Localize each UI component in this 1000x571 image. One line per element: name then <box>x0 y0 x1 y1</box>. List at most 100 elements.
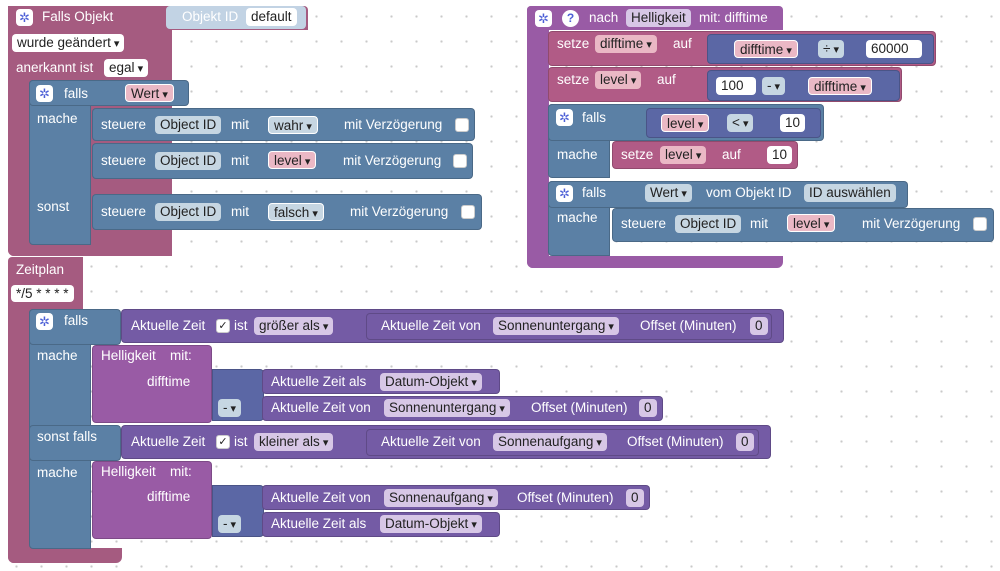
operator-minus-dropdown[interactable]: - <box>218 515 242 533</box>
operator-divide-dropdown[interactable]: ÷ <box>818 40 844 58</box>
var-level-dropdown[interactable]: level <box>660 146 707 164</box>
object-id-label: Objekt ID <box>182 9 239 24</box>
auf-label: auf <box>722 147 741 162</box>
sunrise-dropdown[interactable]: Sonnenaufgang <box>384 489 498 507</box>
datum-objekt-dropdown[interactable]: Datum-Objekt <box>380 515 482 533</box>
operator-kleiner-dropdown[interactable]: kleiner als <box>254 433 334 451</box>
difftime-param-label: difftime <box>147 489 191 504</box>
object-id-field[interactable]: Object ID <box>675 215 742 233</box>
if-falls-label: falls <box>582 185 607 200</box>
steuere-label: steuere <box>101 117 147 132</box>
number-10-field[interactable]: 10 <box>767 146 793 164</box>
nach-label: nach <box>589 10 619 25</box>
ist-label: ist <box>234 318 248 333</box>
number-100-field[interactable]: 100 <box>716 77 756 95</box>
mit-label: mit <box>231 117 249 132</box>
auf-label: auf <box>673 36 692 51</box>
steuere-label: steuere <box>101 153 147 168</box>
cron-field[interactable]: */5 * * * * <box>11 285 74 302</box>
check-icon[interactable]: ✓ <box>216 435 230 449</box>
if-sonst-falls-label: sonst falls <box>37 429 98 444</box>
delay-label: mit Verzögerung <box>862 216 961 231</box>
helligkeit-label: Helligkeit <box>101 464 156 479</box>
help-icon[interactable]: ? <box>562 10 579 27</box>
var-difftime-dropdown[interactable]: difftime <box>808 77 872 95</box>
number-10-field[interactable]: 10 <box>780 114 806 132</box>
if-falls-label: falls <box>64 313 89 328</box>
value-level-dropdown[interactable]: level <box>787 214 836 232</box>
delay-checkbox[interactable] <box>455 118 469 132</box>
delay-checkbox[interactable] <box>453 154 467 168</box>
zeit-als-label: Aktuelle Zeit als <box>271 516 367 531</box>
id-select-field[interactable]: ID auswählen <box>804 184 896 202</box>
check-icon[interactable]: ✓ <box>216 319 230 333</box>
ist-label: ist <box>234 434 248 449</box>
changed-dropdown[interactable]: wurde geändert <box>12 34 125 52</box>
schedule-bottom <box>8 548 122 563</box>
steuere-label: steuere <box>621 216 667 231</box>
if-mache-label: mache <box>37 465 78 480</box>
ack-label: anerkannt ist <box>16 60 94 75</box>
if-mache-label: mache <box>557 147 598 162</box>
function-block[interactable] <box>527 6 549 268</box>
helligkeit-label: Helligkeit <box>101 348 156 363</box>
sunset-dropdown[interactable]: Sonnenuntergang <box>493 317 619 335</box>
mit-label: mit <box>231 204 249 219</box>
if-mache-label: mache <box>37 348 78 363</box>
if-mache-label: mache <box>557 210 598 225</box>
setze-label: setze <box>621 147 654 162</box>
function-params-label: mit: difftime <box>699 10 768 25</box>
var-difftime-dropdown[interactable]: difftime <box>734 40 798 58</box>
operator-minus-dropdown[interactable]: - <box>762 77 786 95</box>
gear-icon[interactable]: ✲ <box>556 185 573 202</box>
gear-icon[interactable]: ✲ <box>36 85 53 102</box>
offset-field[interactable]: 0 <box>750 317 768 335</box>
object-id-value[interactable]: default <box>246 8 297 26</box>
function-name-field[interactable]: Helligkeit <box>626 9 691 27</box>
object-id-field[interactable]: Object ID <box>155 116 222 134</box>
if-sonst-falls-header <box>29 425 121 461</box>
gear-icon[interactable]: ✲ <box>556 109 573 126</box>
operator-groesser-dropdown[interactable]: größer als <box>254 317 334 335</box>
helligkeit-call-1[interactable] <box>92 345 212 423</box>
ack-dropdown[interactable]: egal <box>104 59 149 77</box>
wert-dropdown[interactable]: Wert <box>645 184 692 202</box>
var-difftime-dropdown[interactable]: difftime <box>595 35 657 53</box>
aktuelle-zeit-label: Aktuelle Zeit <box>131 434 206 449</box>
value-falsch-dropdown[interactable]: falsch <box>268 203 324 221</box>
offset-field[interactable]: 0 <box>736 433 754 451</box>
wert-dropdown[interactable]: Wert <box>125 84 174 102</box>
delay-label: mit Verzögerung <box>350 204 449 219</box>
delay-checkbox[interactable] <box>973 217 987 231</box>
offset-label: Offset (Minuten) <box>627 434 724 449</box>
gear-icon[interactable]: ✲ <box>16 9 33 26</box>
operator-lt-dropdown[interactable]: < <box>727 114 754 132</box>
schedule-title: Zeitplan <box>16 262 65 277</box>
helligkeit-call-2[interactable] <box>92 461 212 539</box>
offset-field[interactable]: 0 <box>626 489 644 507</box>
var-level-dropdown[interactable]: level <box>661 114 710 132</box>
delay-label: mit Verzögerung <box>343 153 442 168</box>
object-id-field[interactable]: Object ID <box>155 152 222 170</box>
delay-checkbox[interactable] <box>461 205 475 219</box>
var-level-dropdown[interactable]: level <box>595 71 642 89</box>
function-bottom <box>527 256 783 268</box>
mit-label: mit <box>231 153 249 168</box>
if-block-1[interactable] <box>29 80 91 245</box>
offset-field[interactable]: 0 <box>639 399 657 417</box>
value-level-dropdown[interactable]: level <box>268 151 317 169</box>
sunset-dropdown[interactable]: Sonnenuntergang <box>384 399 510 417</box>
offset-label: Offset (Minuten) <box>531 400 628 415</box>
value-wahr-dropdown[interactable]: wahr <box>268 116 318 134</box>
operator-minus-dropdown[interactable]: - <box>218 399 242 417</box>
datum-objekt-dropdown[interactable]: Datum-Objekt <box>380 373 482 391</box>
zeit-als-label: Aktuelle Zeit als <box>271 374 367 389</box>
if-sonst-label: sonst <box>37 199 70 214</box>
object-id-field[interactable]: Object ID <box>155 203 222 221</box>
setze-label: setze <box>557 72 590 87</box>
sunrise-dropdown[interactable]: Sonnenaufgang <box>493 433 607 451</box>
number-60000-field[interactable]: 60000 <box>866 40 922 58</box>
gear-icon[interactable]: ✲ <box>36 313 53 330</box>
steuere-label: steuere <box>101 204 147 219</box>
gear-icon[interactable]: ✲ <box>535 10 552 27</box>
